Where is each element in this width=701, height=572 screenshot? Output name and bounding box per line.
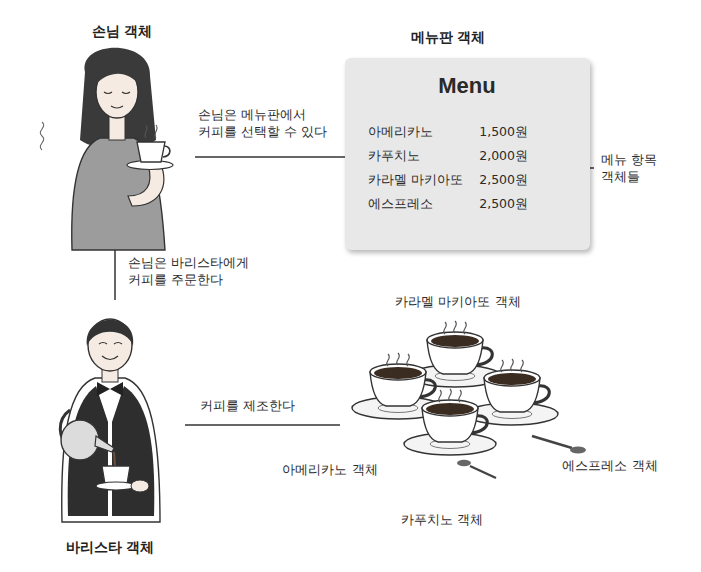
menu-item-name: 카푸치노 <box>368 148 420 164</box>
steam <box>145 125 157 138</box>
menu-title: Menu <box>438 72 495 101</box>
relation-label: 커피를 제조한다 <box>200 398 295 415</box>
steam <box>40 122 43 150</box>
menu-items-bracket <box>540 124 594 213</box>
cup-handle <box>163 146 170 157</box>
relation-line <box>114 250 116 300</box>
menu-board: 메뉴판 객체Menu <box>345 58 590 250</box>
barista-object: 바리스타 객체 <box>40 300 185 562</box>
kettle <box>61 420 99 460</box>
shirt <box>62 378 160 522</box>
saucer <box>96 482 136 490</box>
object-heading: 바리스타 객체 <box>66 538 155 556</box>
coffee-label: 카푸치노 객체 <box>401 512 483 529</box>
barista-figure <box>60 319 160 522</box>
coffee-label: 에스프레소 객체 <box>562 458 657 475</box>
object-heading: 손님 객체 <box>92 22 153 40</box>
kettle-spout <box>95 436 114 452</box>
coffee-label: 아메리카노 객체 <box>282 462 377 479</box>
menu-item-price: 2,500원 <box>479 172 528 188</box>
menu-item-name: 아메리카노 <box>368 124 433 140</box>
relation-line <box>185 424 340 426</box>
customer-object: 손님 객체 <box>50 20 195 250</box>
cup <box>137 142 165 162</box>
menu-item-name: 에스프레소 <box>368 196 433 212</box>
spoon <box>470 466 496 478</box>
spoon-head <box>570 447 586 454</box>
menu-item-price: 2,500원 <box>479 196 528 212</box>
cappuccino-cup <box>404 389 496 455</box>
face-features <box>104 92 130 108</box>
coffee-label: 카라멜 마키아또 객체 <box>395 294 520 311</box>
menu-item-price: 2,000원 <box>479 148 528 164</box>
coffee-cups <box>352 321 586 478</box>
cup <box>102 466 130 484</box>
hair <box>87 320 134 346</box>
spoon <box>532 436 572 448</box>
spoon-head <box>457 460 471 466</box>
menu-item-name: 카라멜 마키아또 <box>368 172 463 188</box>
blouse <box>72 138 165 250</box>
relation-label: 손님은 메뉴판에서 커피를 선택할 수 있다 <box>198 107 340 141</box>
vest <box>112 386 154 516</box>
coffee-stream <box>114 452 115 466</box>
bangs <box>96 65 140 86</box>
coffee-objects: 카라멜 마키아또 객체아메리카노 객체에스프레소 객체카푸치노 객체 <box>340 320 580 500</box>
customer-figure <box>40 48 173 250</box>
bracket-label: 메뉴 항목 객체들 <box>601 152 665 186</box>
object-heading: 메뉴판 객체 <box>411 28 486 46</box>
face-features <box>99 343 122 360</box>
relation-label: 손님은 바리스타에게 커피를 주문한다 <box>128 255 260 289</box>
hand <box>131 480 149 492</box>
relation-line <box>195 156 345 158</box>
bow-tie <box>97 382 123 396</box>
menu-item-price: 1,500원 <box>479 124 528 140</box>
